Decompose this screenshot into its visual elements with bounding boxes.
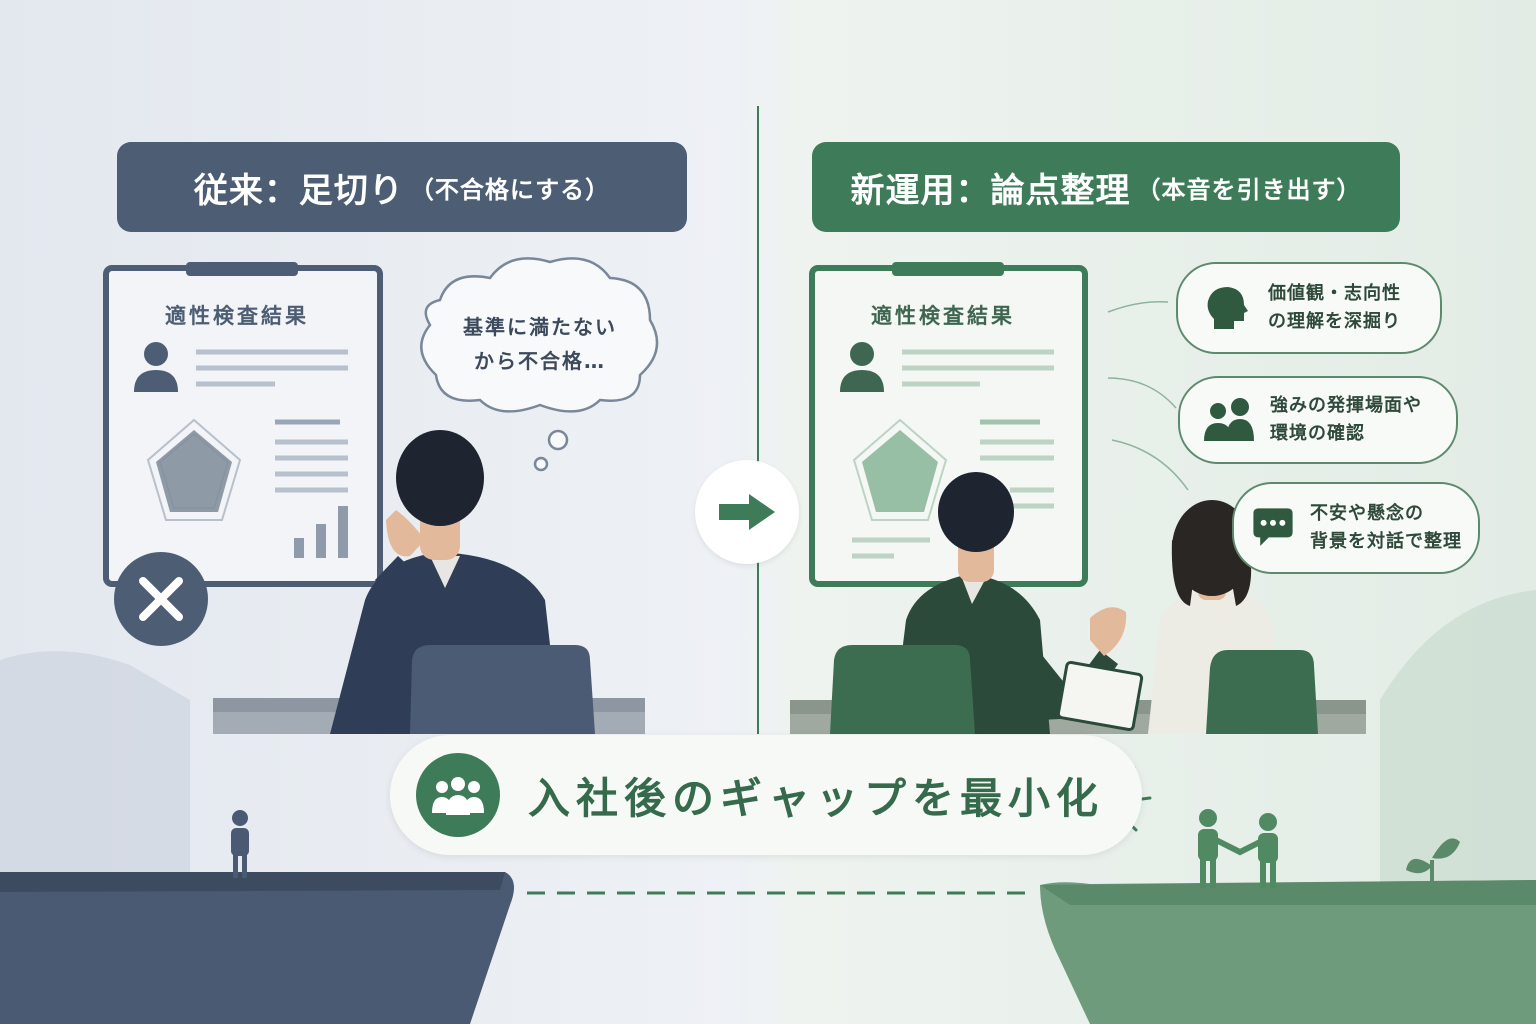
thought-line-1: 基準に満たない [463,315,617,339]
reject-x-icon [114,552,208,646]
left-chair [410,645,595,734]
arrow-right-icon [719,494,775,530]
left-section-title: 従来：足切り （不合格にする） [117,142,687,232]
person-avatar-icon [134,342,178,392]
point-2-line-2: 環境の確認 [1270,423,1365,444]
two-people-icon [1204,398,1254,441]
right-title-sub: （本音を引き出す） [1136,175,1362,204]
thought-line-2: から不合格… [474,349,606,373]
left-title-sub: （不合格にする） [409,175,611,204]
right-title-main: 新運用：論点整理 [850,170,1131,211]
radar-chart-icon [852,418,948,521]
clipboard-in-hand [1056,660,1144,732]
left-sheet-title: 適性検査結果 [165,304,309,328]
sprout-icon [1406,838,1460,888]
right-chair-front [830,645,975,734]
lone-person-figure [231,810,249,878]
right-sheet-title: 適性検査結果 [871,304,1015,328]
bar-chart-icon [294,506,348,558]
right-cliff [1040,880,1536,1024]
left-result-sheet [103,262,383,587]
point-pill-3: 不安や懸念の 背景を対話で整理 [1232,482,1480,574]
thought-bubble [420,257,659,472]
point-3-line-2: 背景を対話で整理 [1310,531,1462,552]
handshake-figures [1198,809,1278,888]
radar-chart-icon [146,418,242,521]
point-pill-1: 価値観・志向性 の理解を深掘り [1176,262,1442,354]
thought-text: 基準に満たない から不合格… [440,310,640,378]
right-chair-back [1206,650,1318,734]
point-3-line-1: 不安や懸念の [1310,503,1424,524]
right-section-title: 新運用：論点整理 （本音を引き出す） [812,142,1400,232]
person-avatar-icon [840,342,884,392]
left-title-main: 従来：足切り [193,170,404,211]
group-people-icon [416,753,500,837]
connector-lines [1107,300,1189,491]
goal-banner: 入社後のギャップを最小化 [390,735,1142,855]
speech-bubble-icon [1253,508,1293,546]
head-profile-icon [1207,287,1248,329]
right-result-sheet [809,262,1088,587]
left-cliff [0,872,514,1024]
transition-arrow [695,460,799,564]
banner-text: 入社後のギャップを最小化 [528,773,1105,823]
point-1-line-1: 価値観・志向性 [1268,283,1401,304]
point-pill-2: 強みの発揮場面や 環境の確認 [1178,376,1458,464]
point-2-line-1: 強みの発揮場面や [1270,395,1422,416]
point-1-line-2: の理解を深掘り [1268,311,1401,332]
